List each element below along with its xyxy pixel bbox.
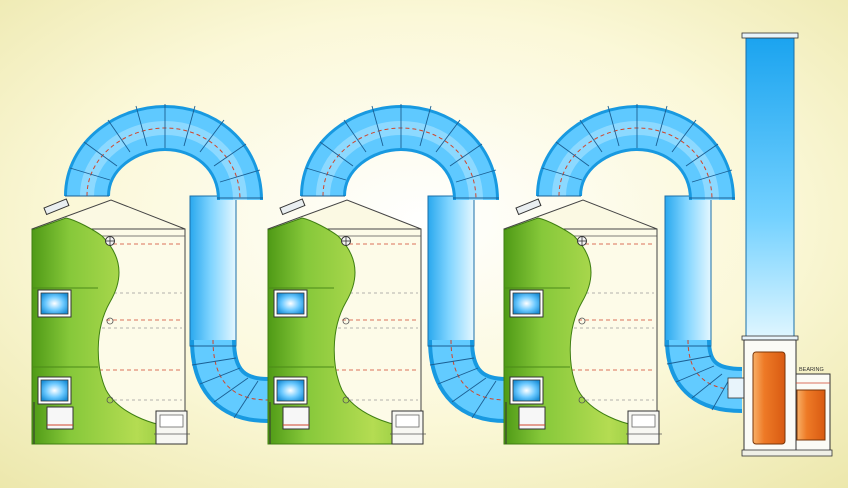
fan-bearing-label: BEARING xyxy=(799,367,824,373)
duct-3 xyxy=(664,195,745,413)
scrubber-tower-3 xyxy=(503,198,663,445)
duct-2 xyxy=(427,195,507,423)
duct-1 xyxy=(189,195,269,423)
exhaust-stack xyxy=(741,32,799,341)
exhaust-fan-unit: BEARING xyxy=(741,339,833,457)
scrubber-tower-2 xyxy=(267,198,427,445)
scrubber-tower-1 xyxy=(31,198,191,445)
